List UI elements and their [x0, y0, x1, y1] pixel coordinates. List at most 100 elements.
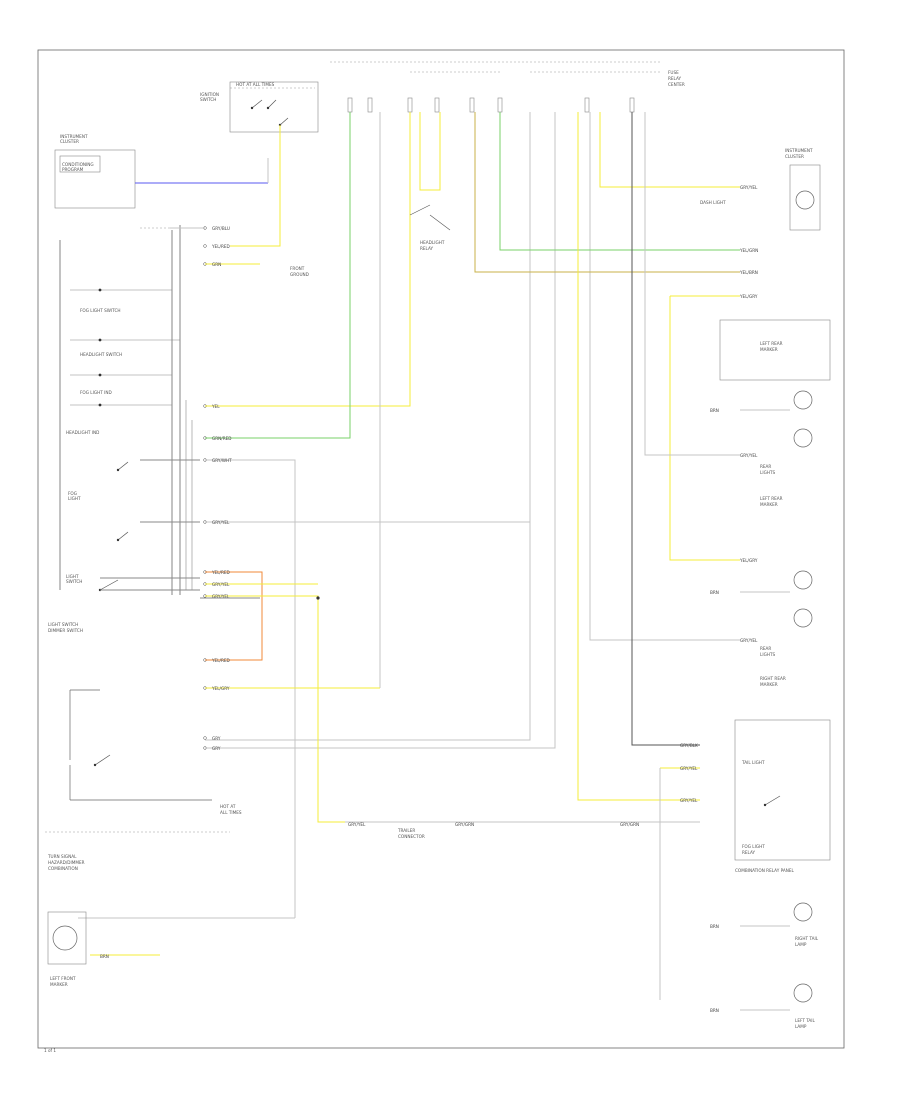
- svg-text:GRY/BLU: GRY/BLU: [212, 226, 230, 231]
- svg-text:LIGHTS: LIGHTS: [760, 652, 776, 657]
- svg-text:LIGHT: LIGHT: [66, 574, 79, 579]
- fuse-row: [347, 97, 635, 113]
- svg-text:ALL TIMES: ALL TIMES: [220, 810, 242, 815]
- svg-text:SWITCH: SWITCH: [200, 97, 216, 102]
- svg-text:LEFT TAIL: LEFT TAIL: [795, 1018, 816, 1023]
- svg-text:YEL/BRN: YEL/BRN: [739, 270, 758, 275]
- svg-text:LEFT REAR: LEFT REAR: [760, 341, 783, 346]
- svg-text:IGNITION: IGNITION: [200, 92, 219, 97]
- instrument-cluster-box: [54, 149, 136, 209]
- svg-text:HEADLIGHT: HEADLIGHT: [420, 240, 445, 245]
- svg-text:TURN SIGNAL: TURN SIGNAL: [47, 854, 77, 859]
- svg-text:SWITCH: SWITCH: [66, 579, 82, 584]
- svg-text:GRN: GRN: [212, 262, 221, 267]
- svg-text:YEL/GRY: YEL/GRY: [739, 294, 758, 299]
- svg-text:PROGRAM: PROGRAM: [62, 167, 84, 172]
- svg-text:COMBINATION: COMBINATION: [48, 866, 78, 871]
- svg-text:RELAY: RELAY: [742, 850, 756, 855]
- svg-text:GRN/RED: GRN/RED: [212, 436, 231, 441]
- svg-text:YEL/GRY: YEL/GRY: [739, 558, 758, 563]
- svg-text:MARKER: MARKER: [50, 982, 68, 987]
- headlight-relay: [409, 112, 451, 231]
- svg-text:GRY/BLK: GRY/BLK: [680, 743, 698, 748]
- svg-text:REAR: REAR: [760, 464, 771, 469]
- switch-outputs: [100, 459, 260, 599]
- svg-text:BRN: BRN: [710, 924, 719, 929]
- svg-text:RELAY: RELAY: [668, 76, 682, 81]
- right-wiring: [345, 112, 740, 1000]
- ignition-switch: [250, 99, 289, 127]
- svg-text:INSTRUMENT: INSTRUMENT: [785, 148, 813, 153]
- svg-text:INSTRUMENT: INSTRUMENT: [60, 134, 88, 139]
- svg-text:GRY/YEL: GRY/YEL: [740, 185, 758, 190]
- cluster-display: [59, 155, 101, 173]
- fuse-block-top: [229, 61, 660, 133]
- diagram-frame: [37, 49, 845, 1049]
- svg-text:MARKER: MARKER: [760, 682, 778, 687]
- svg-text:GRY/YEL: GRY/YEL: [212, 594, 230, 599]
- svg-text:TAIL LIGHT: TAIL LIGHT: [741, 760, 765, 765]
- svg-text:RIGHT REAR: RIGHT REAR: [760, 676, 786, 681]
- svg-text:YEL/GRY: YEL/GRY: [211, 686, 230, 691]
- svg-text:GRY/YEL: GRY/YEL: [740, 453, 758, 458]
- svg-text:GROUND: GROUND: [290, 272, 309, 277]
- connector-pins: [203, 226, 207, 750]
- svg-text:FOG LIGHT IND: FOG LIGHT IND: [80, 390, 112, 395]
- svg-text:CONDITIONING: CONDITIONING: [62, 162, 94, 167]
- svg-text:HEADLIGHT SWITCH: HEADLIGHT SWITCH: [80, 352, 122, 357]
- svg-text:FOG LIGHT: FOG LIGHT: [742, 844, 765, 849]
- wire-harness: [170, 112, 556, 918]
- svg-text:YEL: YEL: [211, 404, 220, 409]
- svg-text:MARKER: MARKER: [760, 347, 778, 352]
- svg-text:GRY/YEL: GRY/YEL: [348, 822, 366, 827]
- svg-text:FOG: FOG: [68, 491, 77, 496]
- svg-text:MARKER: MARKER: [760, 502, 778, 507]
- svg-text:BRN: BRN: [710, 590, 719, 595]
- svg-text:CLUSTER: CLUSTER: [785, 154, 804, 159]
- svg-text:GRY/WHT: GRY/WHT: [212, 458, 232, 463]
- svg-text:GRY/YEL: GRY/YEL: [740, 638, 758, 643]
- svg-text:BRN: BRN: [710, 408, 719, 413]
- svg-text:LEFT REAR: LEFT REAR: [760, 496, 783, 501]
- svg-text:GRY/YEL: GRY/YEL: [212, 582, 230, 587]
- page-number: 1 of 1: [44, 1048, 56, 1053]
- svg-text:FOG LIGHT SWITCH: FOG LIGHT SWITCH: [80, 308, 121, 313]
- svg-text:REAR: REAR: [760, 646, 771, 651]
- svg-text:LIGHTS: LIGHTS: [760, 470, 776, 475]
- combination-relay-panel: [734, 719, 831, 861]
- svg-text:HAZARD/DIMMER: HAZARD/DIMMER: [48, 860, 85, 865]
- svg-text:HOT AT ALL TIMES: HOT AT ALL TIMES: [236, 82, 275, 87]
- svg-text:FRONT: FRONT: [290, 266, 305, 271]
- svg-text:GRY: GRY: [212, 736, 221, 741]
- left-lamp-box: [47, 911, 87, 965]
- svg-text:RELAY: RELAY: [420, 246, 434, 251]
- svg-text:LAMP: LAMP: [795, 1024, 807, 1029]
- svg-text:CENTER: CENTER: [668, 82, 685, 87]
- svg-text:GRY/GRN: GRY/GRN: [455, 822, 474, 827]
- svg-text:COMBINATION RELAY PANEL: COMBINATION RELAY PANEL: [735, 868, 794, 873]
- svg-text:GRY/GRN: GRY/GRN: [620, 822, 639, 827]
- svg-text:GRY: GRY: [212, 746, 221, 751]
- svg-text:HEADLIGHT IND: HEADLIGHT IND: [66, 430, 99, 435]
- svg-text:YEL/GRN: YEL/GRN: [739, 248, 758, 253]
- svg-text:GRY/YEL: GRY/YEL: [212, 520, 230, 525]
- light-switch-assembly: [59, 225, 200, 595]
- svg-text:YEL/RED: YEL/RED: [211, 658, 230, 663]
- svg-text:LIGHT: LIGHT: [68, 496, 81, 501]
- svg-text:TRAILER: TRAILER: [397, 828, 415, 833]
- svg-text:CONNECTOR: CONNECTOR: [398, 834, 425, 839]
- svg-text:DASH LIGHT: DASH LIGHT: [700, 200, 726, 205]
- svg-text:BRN: BRN: [710, 1008, 719, 1013]
- svg-text:FUSE: FUSE: [668, 70, 679, 75]
- svg-text:YEL/RED: YEL/RED: [211, 570, 230, 575]
- svg-text:LAMP: LAMP: [795, 942, 807, 947]
- svg-text:GRY/YEL: GRY/YEL: [680, 798, 698, 803]
- svg-text:LEFT FRONT: LEFT FRONT: [50, 976, 76, 981]
- left-park-lamp: [52, 925, 78, 951]
- svg-text:DIMMER SWITCH: DIMMER SWITCH: [48, 628, 83, 633]
- turn-signal-switch: [45, 689, 230, 833]
- schematic-labels: INSTRUMENT CLUSTER CONDITIONING PROGRAM …: [47, 70, 819, 1029]
- svg-text:HOT AT: HOT AT: [220, 804, 236, 809]
- svg-text:YEL/RED: YEL/RED: [211, 244, 230, 249]
